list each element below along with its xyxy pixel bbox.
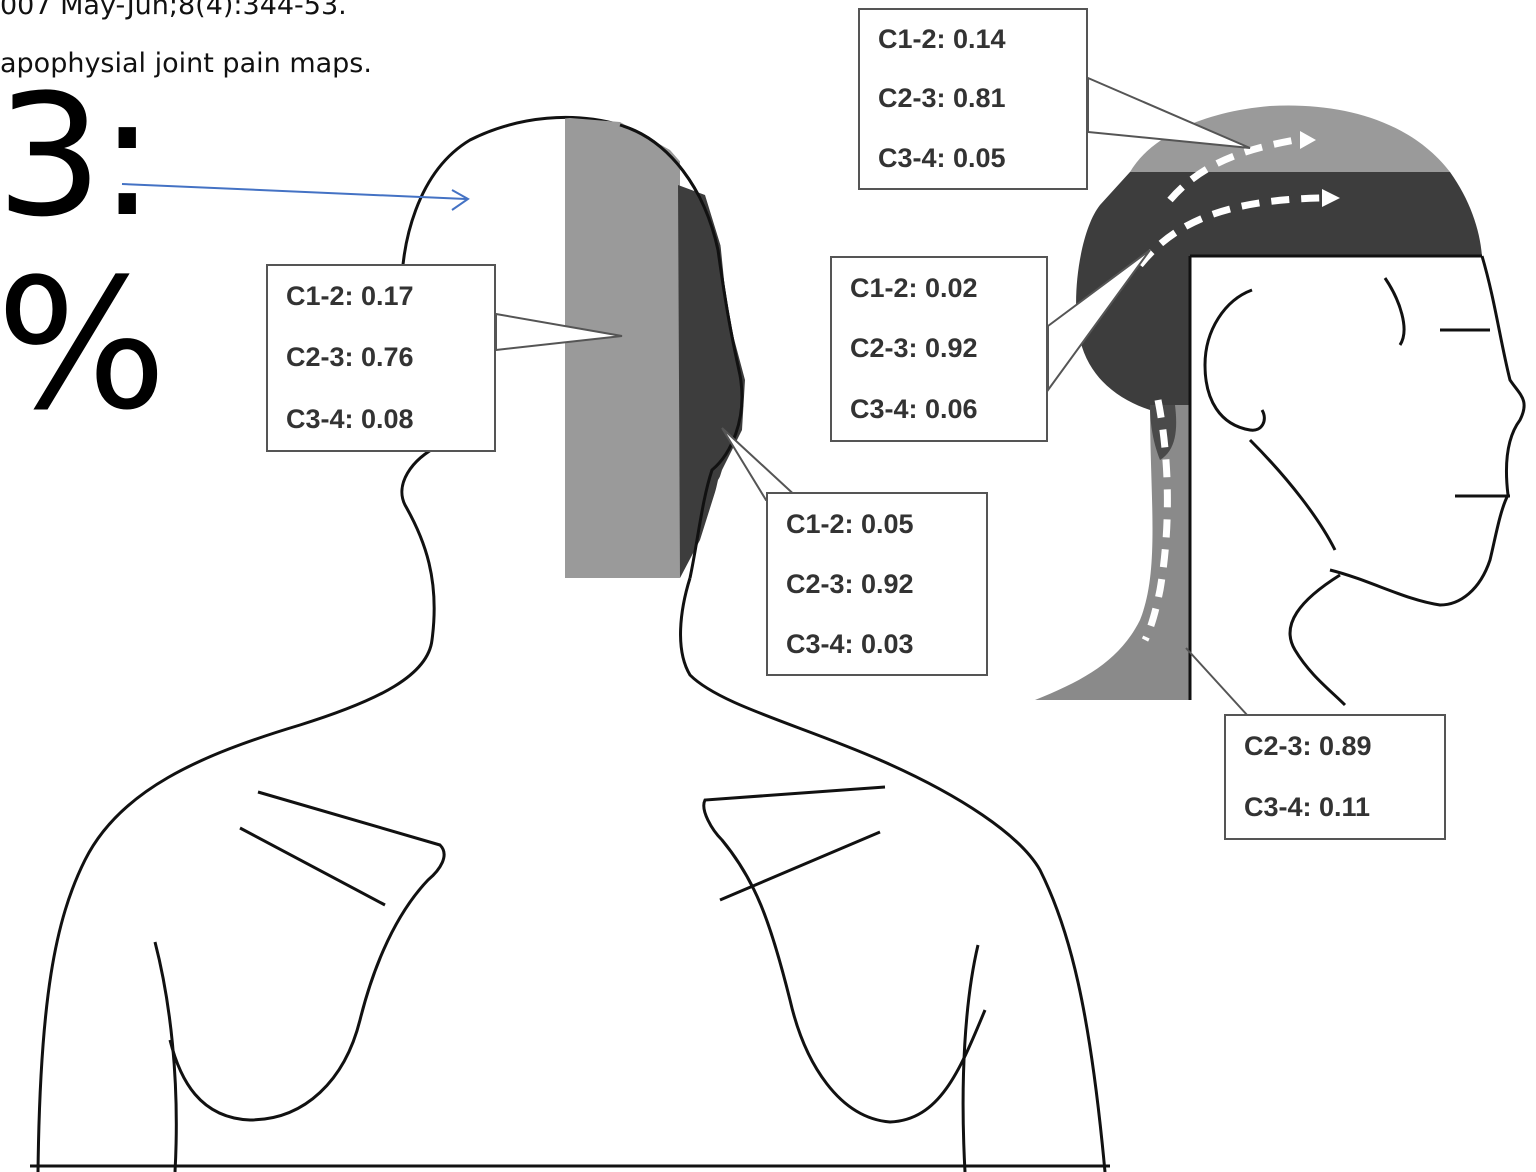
right-blade-line [720,832,880,900]
back-neck-left [38,445,440,1172]
left-scapula [170,792,444,1120]
label-c2-3: C2-3: 0.76 [286,344,494,371]
label-box-top-right: C1-2: 0.14 C2-3: 0.81 C3-4: 0.05 [858,8,1088,190]
label-c3-4: C3-4: 0.03 [786,631,986,658]
label-c2-3: C2-3: 0.81 [878,85,1086,112]
label-box-back-neck: C1-2: 0.05 C2-3: 0.92 C3-4: 0.03 [766,492,988,676]
label-c3-4: C3-4: 0.05 [878,145,1086,172]
label-c2-3: C2-3: 0.92 [786,571,986,598]
label-c1-2: C1-2: 0.02 [850,275,1046,302]
chin-neck-line [1290,575,1345,705]
side-head-dark-gray-zone [1076,172,1482,410]
right-scapula [704,787,985,1122]
pointer-side-neck [1186,648,1248,716]
label-c1-2: C1-2: 0.14 [878,26,1086,53]
cheek-line [1385,278,1404,345]
side-view-figure [1035,105,1524,705]
label-c2-3: C2-3: 0.89 [1244,733,1444,760]
label-c3-4: C3-4: 0.06 [850,396,1046,423]
label-c2-3: C2-3: 0.92 [850,335,1046,362]
label-box-side-occiput: C1-2: 0.02 C2-3: 0.92 C3-4: 0.06 [830,256,1048,442]
label-c3-4: C3-4: 0.08 [286,406,494,433]
label-c1-2: C1-2: 0.05 [786,511,986,538]
light-gray-pain-zone [565,118,680,578]
jaw-line [1250,440,1335,550]
label-c1-2: C1-2: 0.17 [286,283,494,310]
face-profile [1330,256,1524,605]
dark-gray-pain-zone [678,185,748,578]
ear-outline [1205,290,1264,430]
left-arm-line [155,942,176,1172]
pointer-back-neck [722,428,800,500]
label-c3-4: C3-4: 0.11 [1244,794,1444,821]
left-blade-line [240,828,385,905]
label-box-back-head: C1-2: 0.17 C2-3: 0.76 C3-4: 0.08 [266,264,496,452]
label-box-side-neck: C2-3: 0.89 C3-4: 0.11 [1224,714,1446,840]
right-arm-line [963,945,978,1172]
